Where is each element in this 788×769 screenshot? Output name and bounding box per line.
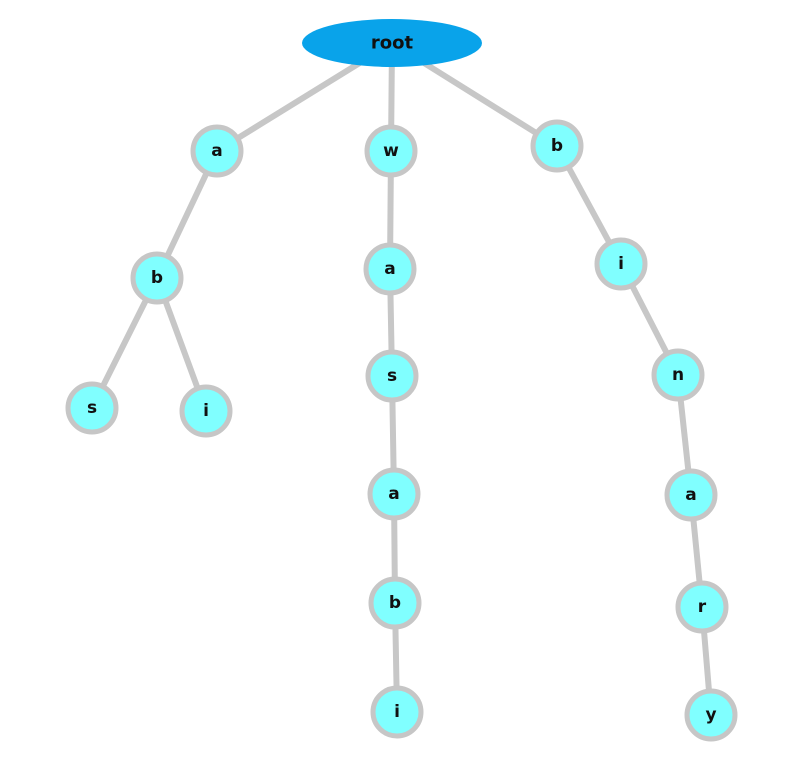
- node-circle: [594, 237, 648, 291]
- tree-node: n: [651, 348, 705, 402]
- tree-node: a: [367, 467, 421, 521]
- node-label: b: [551, 136, 563, 156]
- node-label: r: [698, 597, 707, 617]
- node-circle: [65, 381, 119, 435]
- tree-node: y: [684, 688, 738, 742]
- node-circle: [179, 384, 233, 438]
- node-label: y: [705, 705, 716, 725]
- node-circle: [363, 242, 417, 296]
- tree-node: a: [664, 468, 718, 522]
- node-label: s: [387, 366, 397, 386]
- node-circle: [367, 467, 421, 521]
- nodes: root a b s i w a s a b i b i n a r y: [65, 19, 738, 742]
- node-label: w: [383, 141, 399, 161]
- node-label: b: [151, 268, 163, 288]
- tree-node: r: [675, 580, 729, 634]
- node-circle: [368, 576, 422, 630]
- tree-node: s: [365, 349, 419, 403]
- node-circle: [365, 349, 419, 403]
- node-label: a: [388, 484, 399, 504]
- node-circle: [364, 124, 418, 178]
- tree-node: a: [190, 124, 244, 178]
- node-label: a: [211, 141, 222, 161]
- tree-node: b: [130, 251, 184, 305]
- node-circle: [190, 124, 244, 178]
- node-label: root: [371, 33, 414, 54]
- node-label: b: [389, 593, 401, 613]
- root-node: root: [302, 19, 482, 67]
- node-label: a: [384, 259, 395, 279]
- node-circle: [530, 119, 584, 173]
- tree-node: b: [530, 119, 584, 173]
- tree-node: s: [65, 381, 119, 435]
- tree-node: i: [179, 384, 233, 438]
- node-label: i: [203, 401, 209, 421]
- tree-node: w: [364, 124, 418, 178]
- node-label: i: [394, 702, 400, 722]
- node-circle: [664, 468, 718, 522]
- node-label: n: [672, 365, 684, 385]
- node-circle: [651, 348, 705, 402]
- node-circle: [130, 251, 184, 305]
- node-circle: [684, 688, 738, 742]
- tree-node: i: [370, 685, 424, 739]
- node-label: s: [87, 398, 97, 418]
- node-label: i: [618, 254, 624, 274]
- tree-node: i: [594, 237, 648, 291]
- node-label: a: [685, 485, 696, 505]
- tree-node: a: [363, 242, 417, 296]
- tree-node: b: [368, 576, 422, 630]
- node-circle: [370, 685, 424, 739]
- root-ellipse: [302, 19, 482, 67]
- node-circle: [675, 580, 729, 634]
